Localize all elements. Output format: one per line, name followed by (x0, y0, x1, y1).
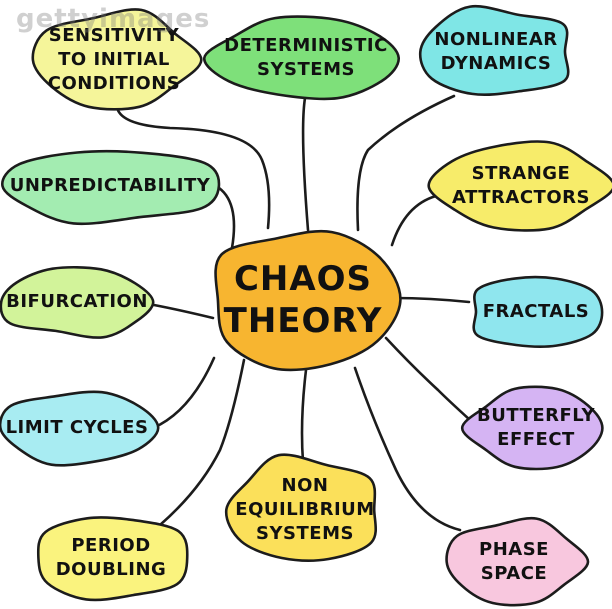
deterministic-node-shape (203, 15, 400, 101)
bifurcation-node-label: BIFURCATION (6, 291, 148, 312)
center-node-shape (214, 229, 402, 372)
connector-line (353, 366, 462, 532)
bifurcation-node-shape (0, 265, 155, 339)
connector-line (158, 358, 246, 527)
unpredictability-node-label: UNPREDICTABILITY (9, 175, 211, 196)
fractals-node-shape (472, 275, 604, 348)
strange-node-shape (427, 140, 612, 232)
node-shapes (0, 4, 612, 607)
nonlinear-node-label: NONLINEAR DYNAMICS (434, 29, 558, 74)
nonlinear-node-shape (418, 4, 570, 97)
deterministic-node-label: DETERMINISTIC SYSTEMS (224, 35, 388, 80)
connector-line (115, 105, 271, 230)
strange-node-label: STRANGE ATTRACTORS (452, 163, 590, 208)
fractals-node-label: FRACTALS (482, 301, 590, 322)
connector-line (356, 94, 456, 232)
connector-lines (115, 94, 472, 532)
connector-line (301, 96, 310, 232)
butterfly-node-shape (460, 385, 604, 471)
limit-node-shape (0, 390, 160, 467)
connector-line (384, 336, 472, 422)
connector-line (390, 194, 438, 247)
nonequilibrium-node-label: NON EQUILIBRIUM SYSTEMS (235, 475, 375, 544)
phase-node-label: PHASE SPACE (479, 539, 549, 584)
limit-node-label: LIMIT CYCLES (5, 417, 149, 438)
phase-node-shape (445, 516, 590, 607)
connector-line (392, 296, 471, 304)
nonequilibrium-node-shape (224, 453, 378, 562)
butterfly-node-label: BUTTERFLY EFFECT (477, 405, 595, 450)
center-node-label: CHAOS THEORY (223, 259, 383, 341)
period-node-shape (36, 516, 189, 602)
connector-line (300, 368, 308, 464)
unpredictability-node-shape (1, 149, 221, 226)
sensitivity-node-shape (31, 8, 203, 111)
sensitivity-node-label: SENSITIVITY TO INITIAL CONDITIONS (47, 25, 181, 94)
connector-line (152, 303, 215, 320)
watermark: gettyimages (16, 4, 211, 34)
period-node-label: PERIOD DOUBLING (55, 535, 167, 580)
connector-line (151, 356, 216, 430)
connector-line (214, 184, 236, 250)
